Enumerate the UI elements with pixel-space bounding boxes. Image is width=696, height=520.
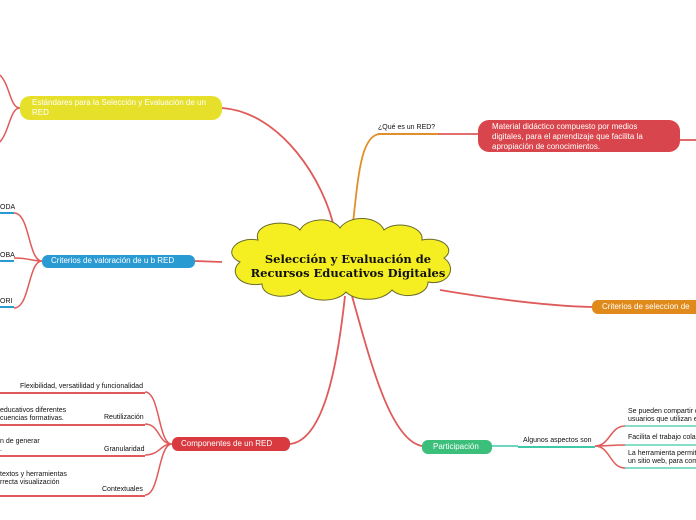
valoracion-item-ori-line — [0, 306, 14, 308]
branch-estandares-label: Estándares para la Selección y Evaluació… — [32, 98, 206, 117]
componente-contextuales-line — [0, 495, 145, 497]
branch-participacion-label: Participación — [433, 442, 479, 451]
participacion-item-3-line-2: un sitio web, para com — [628, 458, 696, 465]
componente-granularidad-desc-2: . — [0, 446, 2, 453]
link-componentes — [289, 295, 346, 445]
participacion-item-1-line-1[interactable]: Se pueden compartir c — [628, 408, 696, 415]
participacion-item-2-line-1[interactable]: Facilita el trabajo cola — [628, 434, 696, 441]
link-valoracion — [194, 260, 223, 263]
valoracion-item-oba-line — [0, 260, 14, 262]
link-estandares — [221, 107, 336, 233]
componente-contextuales[interactable]: Contextuales — [102, 486, 143, 493]
branch-componentes[interactable]: Componentes de un RED — [172, 437, 290, 451]
que-es-answer-node[interactable]: Material didáctico compuesto por medios … — [478, 120, 680, 152]
participacion-item-3-line-1[interactable]: La herramienta permit — [628, 450, 696, 457]
participacion-sub-label[interactable]: Algunos aspectos son — [523, 437, 592, 444]
valoracion-item-ori[interactable]: ORI — [0, 298, 13, 305]
link-componentes-subs — [144, 391, 173, 496]
branch-criterios-valoracion-label: Criterios de valoración de u b RED — [51, 256, 175, 265]
link-seleccion — [439, 289, 593, 308]
componente-contextuales-desc-2: rrecta visualización — [0, 479, 60, 486]
participacion-sub-line — [518, 446, 595, 448]
componente-granularidad-desc-1: n de generar — [0, 438, 40, 445]
componente-reutilizacion[interactable]: Reutilización — [104, 414, 144, 421]
link-valoracion-subs — [13, 212, 43, 309]
link-participacion — [351, 295, 423, 447]
branch-criterios-seleccion-label: Criterios de seleccion de — [602, 302, 690, 311]
link-que-es — [351, 133, 381, 233]
central-cloud-shape — [231, 218, 451, 301]
componente-granularidad-line — [0, 455, 145, 457]
branch-criterios-valoracion[interactable]: Criterios de valoración de u b RED — [42, 255, 195, 268]
link-participacion-out — [625, 425, 696, 469]
branch-criterios-seleccion[interactable]: Criterios de seleccion de — [592, 300, 696, 314]
que-es-answer-text: Material didáctico compuesto por medios … — [492, 122, 643, 151]
componente-contextuales-desc-1: textos y herramientas — [0, 471, 67, 478]
componente-reutilizacion-desc-2: cuencias formativas. — [0, 415, 64, 422]
branch-componentes-label: Componentes de un RED — [181, 439, 273, 448]
central-topic[interactable]: Selección y Evaluación de Recursos Educa… — [250, 252, 446, 280]
valoracion-item-oda-line — [0, 212, 14, 214]
que-es-underline — [378, 133, 438, 135]
componente-reutilizacion-line — [0, 424, 145, 426]
valoracion-item-oda[interactable]: ODA — [0, 204, 16, 211]
componente-granularidad[interactable]: Granularidad — [104, 446, 145, 453]
componente-reutilizacion-desc-1: educativos diferentes — [0, 407, 67, 414]
componente-flexibilidad-line — [0, 392, 145, 394]
participacion-item-1-line-2: usuarios que utilizan e — [628, 416, 696, 423]
valoracion-item-oba[interactable]: OBA — [0, 252, 15, 259]
que-es-question[interactable]: ¿Qué es un RED? — [378, 124, 436, 131]
link-estandares-left — [0, 74, 21, 143]
branch-estandares[interactable]: Estándares para la Selección y Evaluació… — [20, 96, 222, 120]
componente-flexibilidad[interactable]: Flexibilidad, versatilidad y funcionalid… — [20, 383, 143, 390]
branch-participacion[interactable]: Participación — [422, 440, 492, 454]
link-participacion-items — [594, 425, 626, 469]
